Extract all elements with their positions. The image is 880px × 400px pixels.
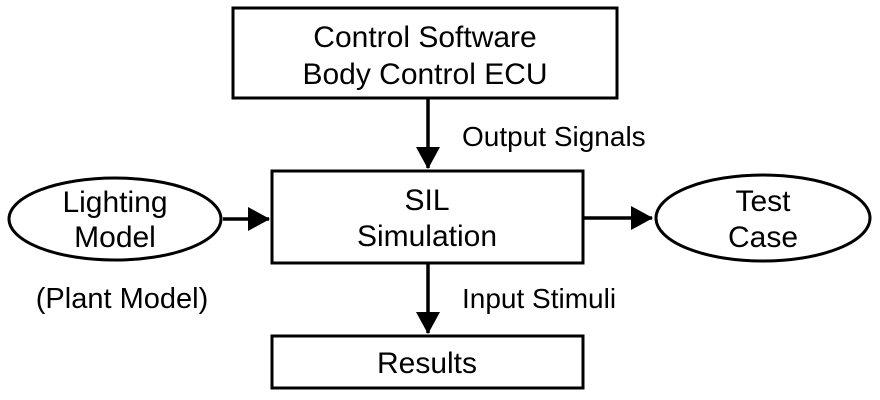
lighting-model-node: Lighting Model (Plant Model)	[7, 176, 223, 315]
results-node: Results	[270, 334, 585, 390]
test-case-ellipse	[654, 173, 872, 263]
control-software-node: Control Software Body Control ECU	[231, 6, 619, 100]
edge-output-signals: Output Signals	[416, 98, 646, 169]
sil-simulation-label-line2: Simulation	[357, 220, 497, 253]
control-software-label-line2: Body Control ECU	[302, 58, 547, 91]
sil-simulation-node: SIL Simulation	[270, 169, 585, 265]
output-signals-label: Output Signals	[462, 121, 646, 152]
lighting-model-label-line2: Model	[74, 221, 156, 254]
test-case-label-line2: Case	[728, 221, 798, 254]
results-box	[270, 334, 585, 390]
plant-model-caption: (Plant Model)	[36, 283, 208, 315]
test-case-label-line1: Test	[735, 185, 791, 218]
results-label: Results	[377, 347, 477, 380]
edge-input-stimuli: Input Stimuli	[416, 263, 616, 334]
lighting-model-ellipse	[7, 176, 223, 262]
input-stimuli-label: Input Stimuli	[462, 283, 616, 314]
sil-simulation-label-line1: SIL	[404, 184, 449, 217]
control-software-label-line1: Control Software	[313, 21, 536, 54]
control-software-box	[231, 6, 619, 100]
lighting-model-label-line1: Lighting	[62, 186, 167, 219]
test-case-node: Test Case	[654, 173, 872, 263]
